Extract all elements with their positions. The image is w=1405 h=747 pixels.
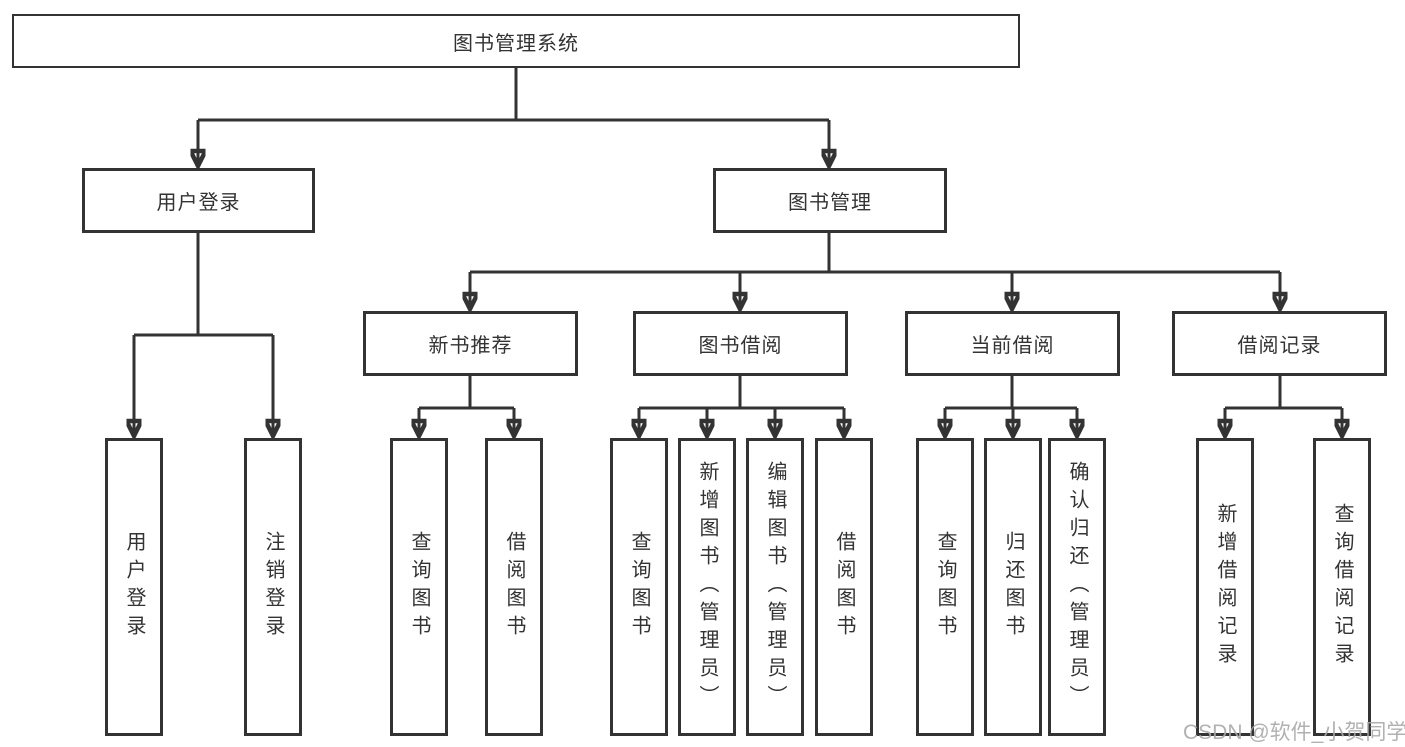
node-label: 编辑图书（管理员） xyxy=(764,461,786,713)
node-label: 借阅图书 xyxy=(503,531,525,643)
node-label: 查询图书 xyxy=(408,531,430,643)
leaf-user-login: 用户登录 xyxy=(105,438,163,736)
watermark: CSDN @软件_小贺同学 xyxy=(1183,721,1405,744)
connector-borrowing-records-branch xyxy=(1225,374,1342,433)
node-label: 图书管理系统 xyxy=(453,32,579,55)
node-label: 确认归还（管理员） xyxy=(1066,461,1088,713)
leaf-logout-login: 注销登录 xyxy=(244,438,302,736)
leaf-query-books-current: 查询图书 xyxy=(916,438,974,736)
connector-book-management-branch xyxy=(470,231,1280,306)
node-label: 图书管理 xyxy=(788,192,872,214)
node-label: 查询借阅记录 xyxy=(1331,503,1353,671)
node-new-book-recommendation: 新书推荐 xyxy=(363,311,578,376)
leaf-borrow-books-borrowing: 借阅图书 xyxy=(815,438,873,736)
node-user-login: 用户登录 xyxy=(82,168,315,233)
node-label: 查询图书 xyxy=(628,531,650,643)
connector-book-borrowing-branch xyxy=(639,374,844,433)
leaf-return-books: 归还图书 xyxy=(984,438,1042,736)
node-label: 用户登录 xyxy=(156,192,241,214)
node-label: 注销登录 xyxy=(262,531,284,643)
node-library-system: 图书管理系统 xyxy=(12,14,1020,68)
node-current-borrowing: 当前借阅 xyxy=(905,311,1120,376)
leaf-query-books-recommend: 查询图书 xyxy=(390,438,448,736)
node-label: 新书推荐 xyxy=(428,335,513,357)
node-label: 用户登录 xyxy=(123,531,145,643)
node-label: 当前借阅 xyxy=(970,335,1055,357)
leaf-query-borrow-record: 查询借阅记录 xyxy=(1313,438,1371,736)
connector-root-to-level2 xyxy=(198,66,829,163)
node-label: 查询图书 xyxy=(934,531,956,643)
leaf-add-borrow-record: 新增借阅记录 xyxy=(1196,438,1254,736)
connector-current-borrowing-branch xyxy=(945,374,1077,433)
node-label: 新增图书（管理员） xyxy=(696,461,718,713)
node-borrowing-records: 借阅记录 xyxy=(1172,311,1387,376)
node-book-management: 图书管理 xyxy=(713,168,947,233)
leaf-query-books-borrowing: 查询图书 xyxy=(610,438,668,736)
leaf-confirm-return-admin: 确认归还（管理员） xyxy=(1048,438,1106,736)
node-label: 借阅图书 xyxy=(833,531,855,643)
connector-user-login-branch xyxy=(134,231,273,433)
leaf-edit-books-admin: 编辑图书（管理员） xyxy=(746,438,804,736)
node-book-borrowing: 图书借阅 xyxy=(633,311,848,376)
node-label: 新增借阅记录 xyxy=(1214,503,1236,671)
leaf-add-books-admin: 新增图书（管理员） xyxy=(678,438,736,736)
node-label: 归还图书 xyxy=(1002,531,1024,643)
leaf-borrow-books-recommend: 借阅图书 xyxy=(485,438,543,736)
connector-new-book-branch xyxy=(419,374,514,433)
node-label: 借阅记录 xyxy=(1237,335,1322,357)
node-label: 图书借阅 xyxy=(698,335,783,357)
